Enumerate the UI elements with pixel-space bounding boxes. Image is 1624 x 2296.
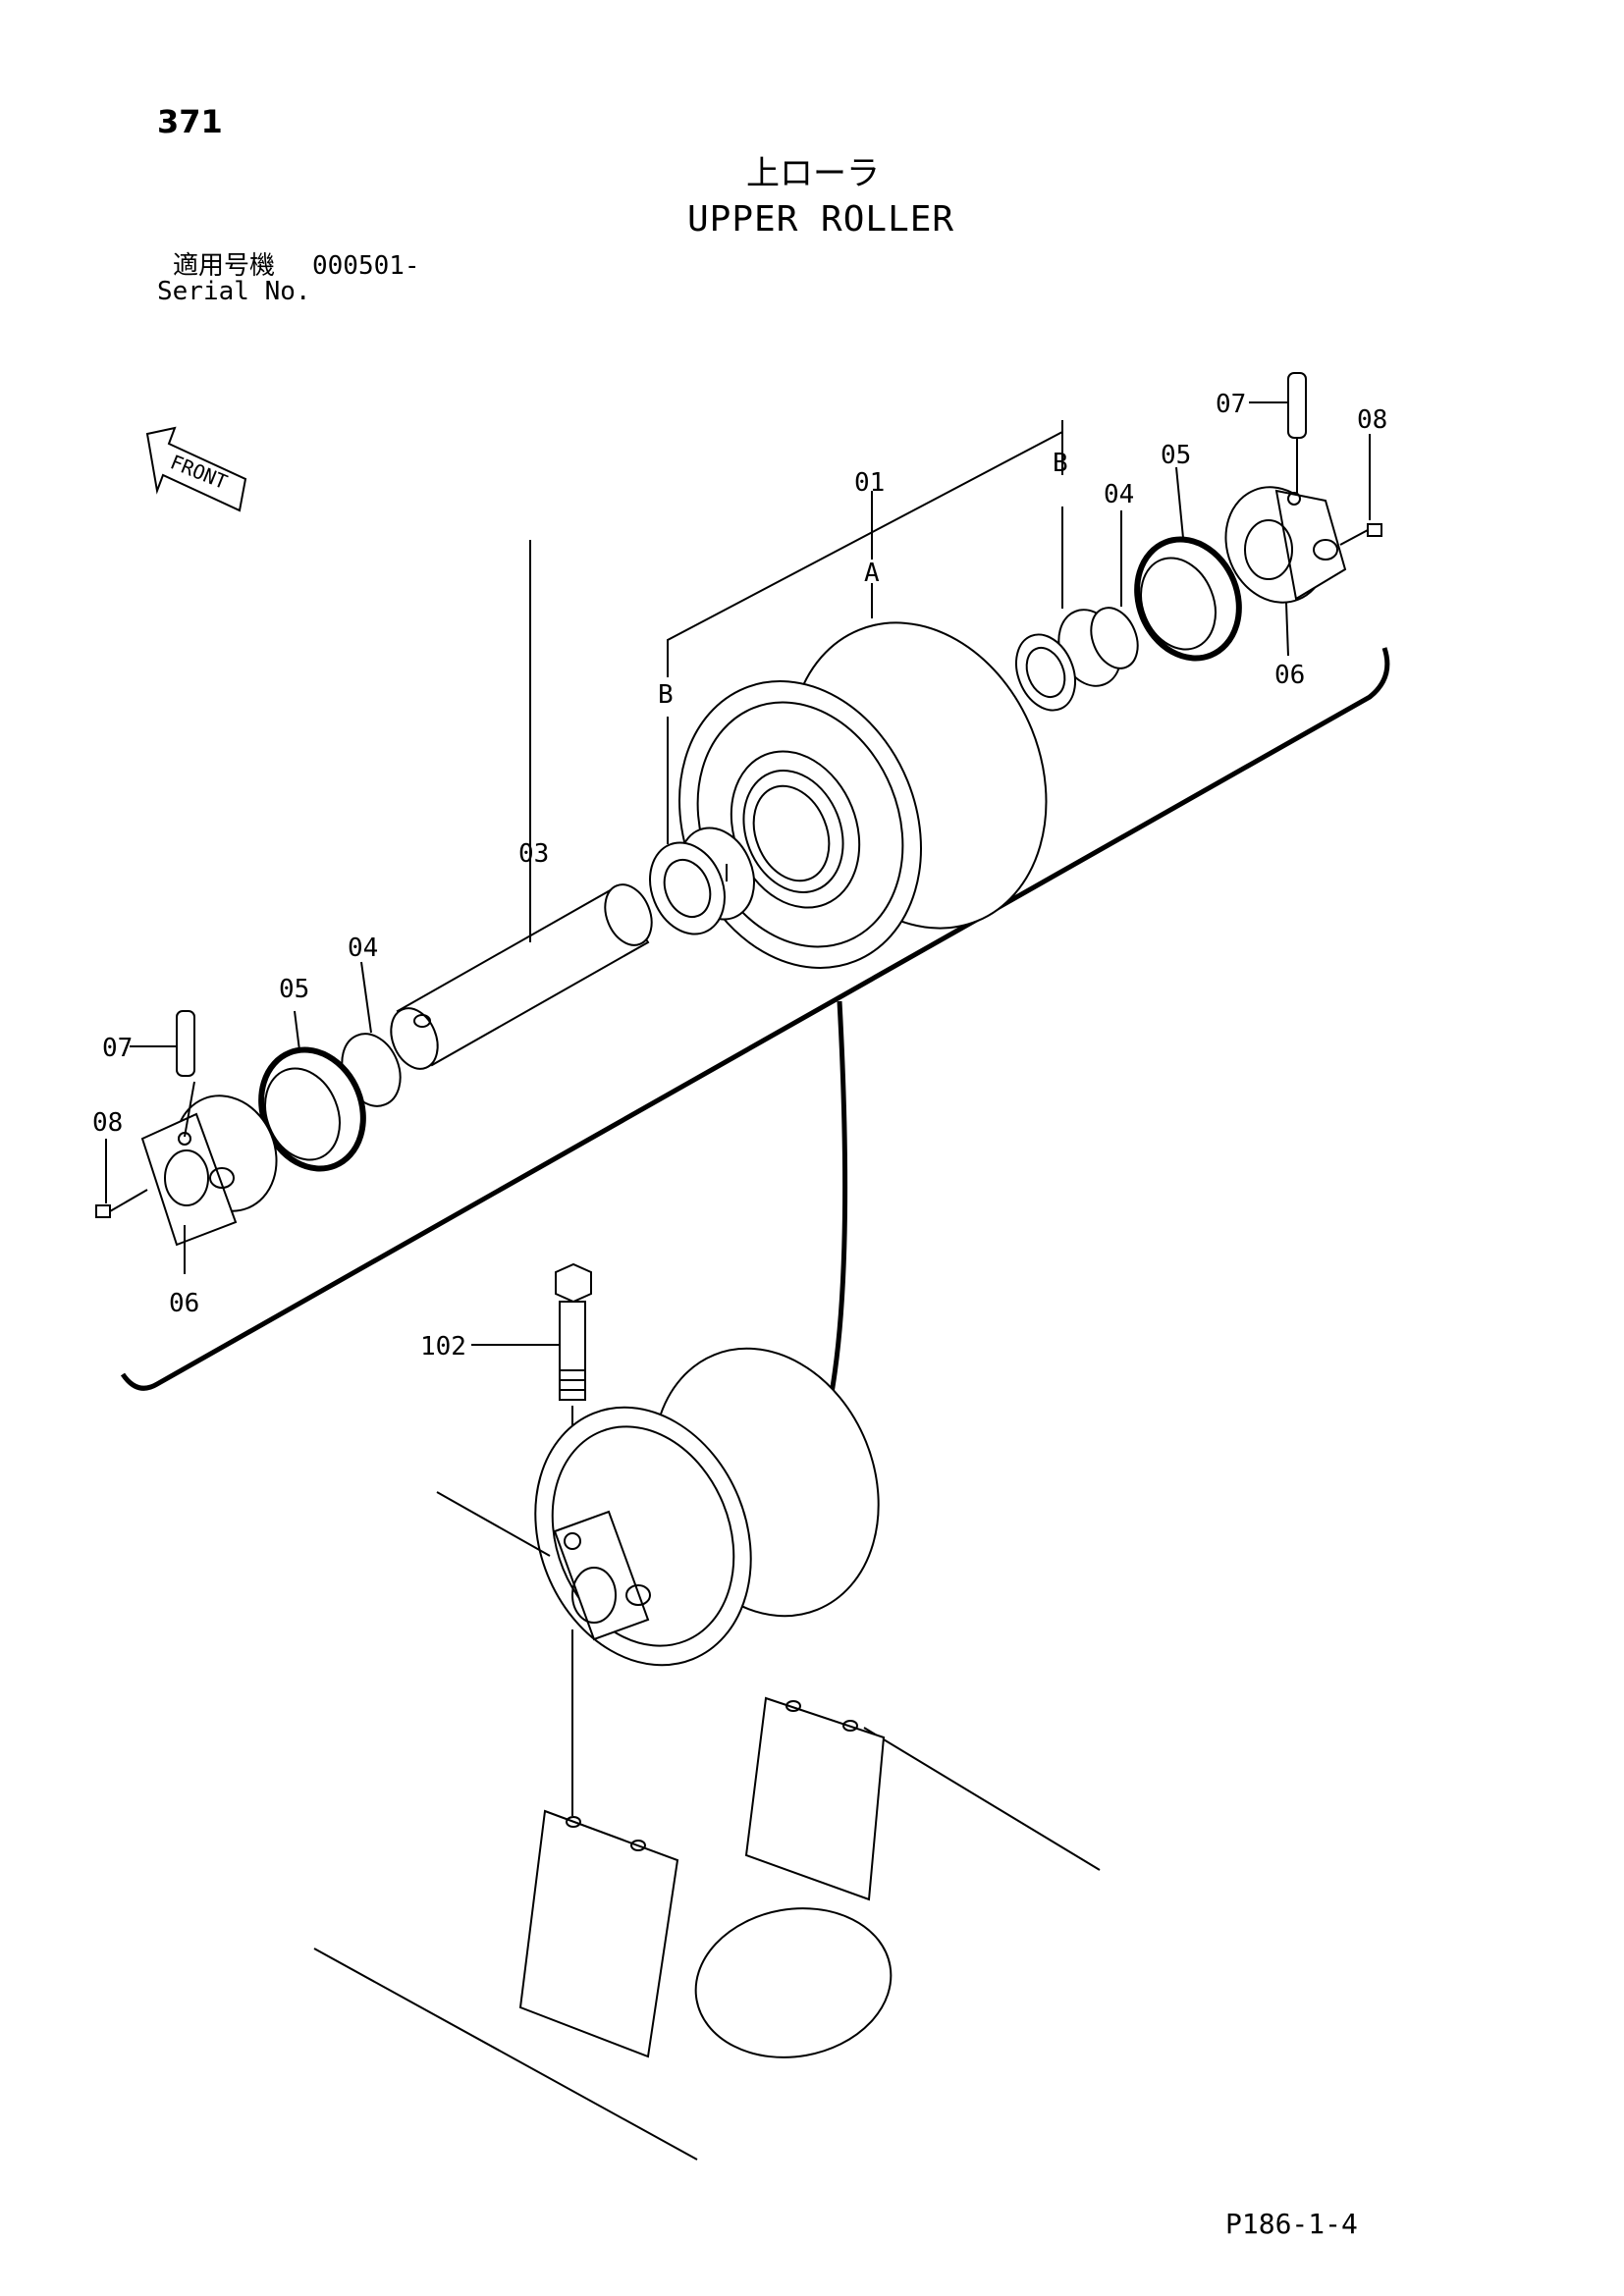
floating-seal-right (1134, 536, 1242, 662)
callout-08-right: 08 (1357, 405, 1387, 435)
grease-plug-left-part-08 (95, 1189, 148, 1218)
title-english: UPPER ROLLER (687, 199, 955, 240)
title-japanese: 上ローラ (746, 154, 880, 193)
connector-line (827, 1000, 848, 1405)
callout-03: 03 (518, 839, 549, 869)
exploded-panel-outline (120, 647, 1390, 1391)
footer-code: P186-1-4 (1225, 2208, 1358, 2240)
assembled-roller (534, 1347, 880, 1667)
bolt-part-102 (471, 1262, 592, 1816)
page-number: 371 (157, 103, 223, 140)
callout-04-right: 04 (1104, 480, 1134, 509)
callout-07-left: 07 (102, 1034, 133, 1063)
callout-01: 01 (854, 468, 885, 498)
callout-B-right: B (1053, 449, 1068, 478)
callout-A: A (864, 559, 880, 588)
callout-04-left: 04 (348, 934, 378, 963)
pin-right-part-07 (1287, 372, 1307, 493)
callout-B-left: B (658, 680, 674, 710)
bushing-left (649, 827, 755, 935)
pin-left-part-07 (176, 1010, 195, 1138)
track-frame (313, 1491, 1101, 2161)
roller-part-01 (678, 621, 1048, 969)
shaft-part-03 (390, 540, 653, 1070)
callout-leaders (105, 401, 1371, 1274)
serial-label-japanese: 適用号機 (173, 251, 276, 281)
serial-label-english: Serial No. (157, 277, 311, 306)
callout-102: 102 (420, 1332, 466, 1362)
serial-value: 000501- (312, 251, 420, 281)
callout-06-right: 06 (1274, 661, 1305, 690)
o-ring-right (1090, 607, 1139, 669)
callout-07-right: 07 (1216, 390, 1246, 419)
callout-05-left: 05 (279, 975, 309, 1004)
bracket-right-part-06 (1224, 486, 1347, 604)
callout-05-right: 05 (1161, 441, 1191, 470)
callout-08-left: 08 (92, 1108, 123, 1138)
front-arrow-icon: FRONT (145, 426, 247, 512)
bracket-left-part-06 (140, 1095, 278, 1247)
grease-plug-right-part-08 (1339, 523, 1382, 546)
callout-06-left: 06 (169, 1289, 199, 1318)
